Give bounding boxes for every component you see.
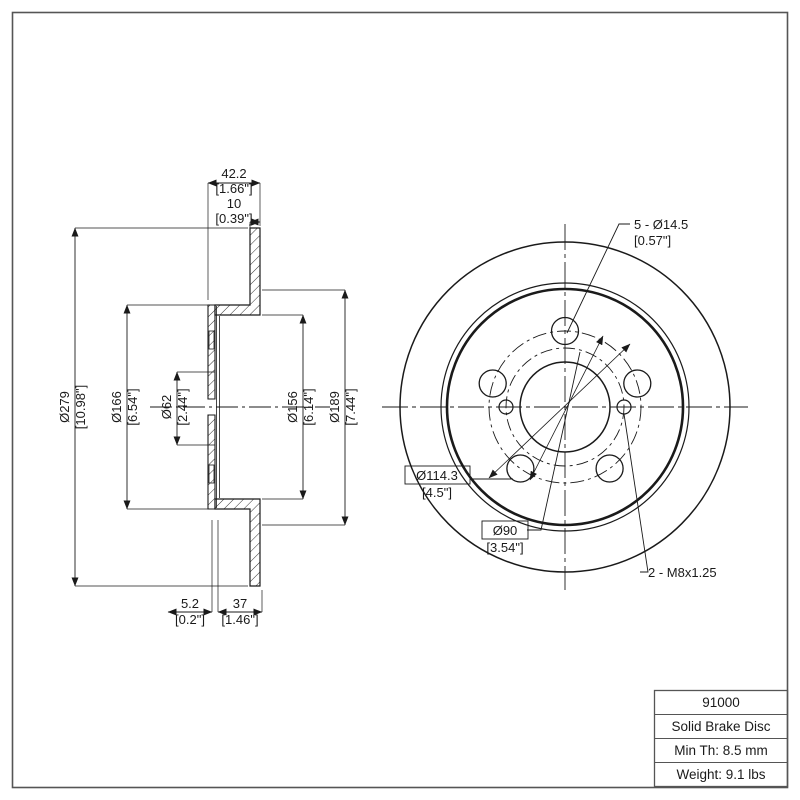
- lug-hole: [506, 454, 535, 483]
- callout-text-center-bore-alt: [3.54"]: [486, 540, 523, 555]
- title-block-row-part-number: 91000: [702, 695, 740, 710]
- dim-text-hat-depth-alt: [1.46"]: [221, 612, 258, 627]
- lug-hole: [595, 454, 624, 483]
- dim-hat-depth: [217, 520, 263, 616]
- dim-text-width-overall-value: 42.2: [221, 166, 246, 181]
- dim-text-hat-diameter-value: Ø189: [327, 391, 342, 423]
- dim-text-outer-diameter-value: Ø279: [57, 391, 72, 423]
- title-block: 91000 Solid Brake Disc Min Th: 8.5 mm We…: [655, 691, 787, 786]
- dim-text-hat-diameter-alt: [7.44"]: [343, 388, 358, 425]
- dim-text-hub-bore-value: Ø62: [159, 395, 174, 420]
- dim-text-hub-bore-alt: [2.44"]: [175, 388, 190, 425]
- outer-edge-circle: [399, 241, 731, 573]
- callout-text-bolt-circle-alt: [4.5"]: [422, 485, 452, 500]
- cross-section-geometry: [150, 227, 330, 587]
- dim-hub-bore: [173, 371, 215, 446]
- leader-lines: [471, 223, 649, 573]
- dim-friction-outer: [123, 304, 214, 510]
- center-bore-callout-box: [481, 520, 529, 540]
- dim-rim-thickness: [249, 218, 261, 300]
- dim-text-rim-thickness-alt: [0.39"]: [215, 211, 252, 226]
- callout-text-bolt-circle-value: Ø114.3: [416, 468, 458, 483]
- callout-text-center-bore-value: Ø90: [493, 523, 518, 538]
- title-block-frame: [653, 689, 789, 788]
- dim-text-hat-depth-value: 37: [233, 596, 247, 611]
- dim-text-friction-inner-alt: [6.14"]: [301, 388, 316, 425]
- title-block-row-part-description: Solid Brake Disc: [671, 719, 771, 734]
- dim-text-width-overall-alt: [1.66"]: [215, 181, 252, 196]
- dim-outer-diameter: [71, 227, 248, 587]
- callout-text-lug-holes-value: 5 - Ø14.5: [634, 217, 688, 232]
- dim-text-rim-thickness-value: 10: [227, 196, 241, 211]
- face-view-geometry: [382, 224, 748, 590]
- dim-text-outer-diameter-alt: [10.98"]: [73, 385, 88, 429]
- friction-outer-circle: [445, 287, 685, 527]
- dim-text-hat-offset-value: 5.2: [181, 596, 199, 611]
- title-block-row-min-thickness: Min Th: 8.5 mm: [674, 743, 768, 758]
- dim-friction-inner: [262, 314, 307, 500]
- dim-hat-offset: [167, 520, 213, 616]
- dim-text-friction-outer-value: Ø166: [109, 391, 124, 423]
- hat-outer-circle: [440, 282, 690, 532]
- callout-text-thread-holes-value: 2 - M8x1.25: [648, 565, 717, 580]
- dim-text-friction-inner-value: Ø156: [285, 391, 300, 423]
- dim-hat-diameter: [262, 289, 349, 526]
- bolt-circle-callout-box: [404, 465, 471, 485]
- dim-text-friction-outer-alt: [6.54"]: [125, 388, 140, 425]
- dim-text-hat-offset-alt: [0.2"]: [175, 612, 205, 627]
- title-block-row-weight: Weight: 9.1 lbs: [676, 767, 766, 782]
- callout-text-lug-holes-alt: [0.57"]: [634, 233, 671, 248]
- sheet-border: [11, 11, 789, 789]
